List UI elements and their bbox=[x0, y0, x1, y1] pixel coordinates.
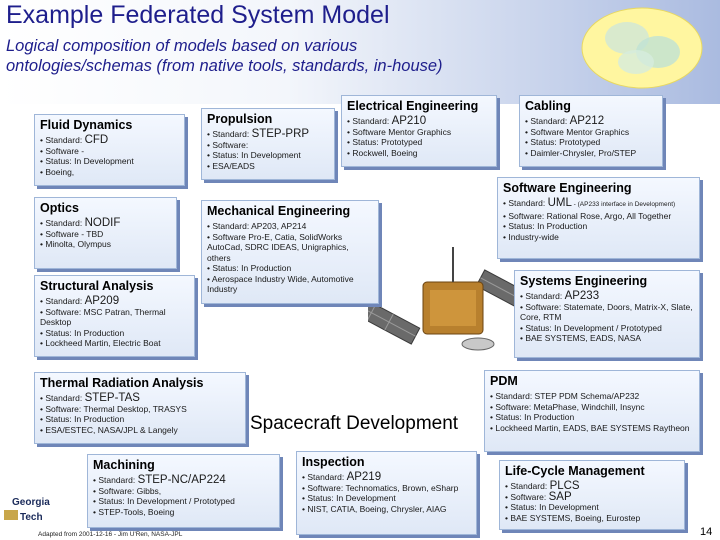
list-item: • Software Pro-E, Catia, SolidWorks Auto… bbox=[207, 231, 349, 263]
box-title: Electrical Engineering bbox=[347, 99, 479, 113]
credit-text: Adapted from 2001-12-16 - Jim U'Ren, NAS… bbox=[38, 531, 183, 538]
list-item: • Software: MetaPhase, Windchill, Insync bbox=[490, 401, 645, 412]
list-item: • Standard: UML - (AP233 interface in De… bbox=[503, 197, 676, 209]
list-item: • Standard: STEP PDM Schema/AP232 bbox=[490, 391, 640, 401]
list-item: • Lockheed Martin, EADS, BAE SYSTEMS Ray… bbox=[490, 422, 690, 433]
svg-text:Georgia: Georgia bbox=[12, 497, 50, 508]
box-life-cycle-management: Life-Cycle Management • Standard: PLCS •… bbox=[499, 460, 685, 530]
list-item: • Daimler-Chrysler, Pro/STEP bbox=[525, 147, 637, 158]
box-machining: Machining • Standard: STEP-NC/AP224 • So… bbox=[87, 454, 280, 528]
box-inspection: Inspection • Standard: AP219 • Software:… bbox=[296, 451, 477, 535]
box-title: Optics bbox=[40, 201, 79, 215]
list-item: • Status: In Development bbox=[505, 502, 599, 512]
box-fluid-dynamics: Fluid Dynamics • Standard: CFD • Softwar… bbox=[34, 114, 185, 186]
list-item: • Aerospace Industry Wide, Automotive In… bbox=[207, 273, 354, 295]
list-item: • Status: Prototyped bbox=[347, 137, 423, 147]
box-software-engineering: Software Engineering • Standard: UML - (… bbox=[497, 177, 700, 259]
list-item: • Minolta, Olympus bbox=[40, 239, 111, 249]
list-item: • Rockwell, Boeing bbox=[347, 147, 418, 158]
list-item: • Status: In Production bbox=[207, 263, 292, 273]
list-item: • Software: SAP bbox=[505, 490, 572, 503]
list-item: • BAE SYSTEMS, Boeing, Eurostep bbox=[505, 512, 641, 523]
box-optics: Optics • Standard: NODIF • Software - TB… bbox=[34, 197, 177, 269]
list-item: • Standard: STEP-PRP bbox=[207, 128, 310, 140]
box-mechanical-engineering: Mechanical Engineering • Standard: AP203… bbox=[201, 200, 379, 304]
box-title: Systems Engineering bbox=[520, 274, 648, 288]
box-title: Fluid Dynamics bbox=[40, 118, 133, 132]
box-systems-engineering: Systems Engineering • Standard: AP233 • … bbox=[514, 270, 700, 358]
list-item: • Industry-wide bbox=[503, 231, 559, 242]
list-item: • Standard: AP209 bbox=[40, 295, 120, 307]
list-item: • Status: Prototyped bbox=[525, 137, 601, 147]
list-item: • Status: In Development bbox=[302, 493, 396, 503]
slide-title: Example Federated System Model bbox=[6, 1, 390, 29]
box-pdm: PDM • Standard: STEP PDM Schema/AP232 • … bbox=[484, 370, 700, 452]
slide-subtitle: Logical composition of models based on v… bbox=[6, 36, 443, 76]
georgia-tech-logo: Georgia Tech bbox=[4, 497, 50, 523]
list-item: • Standard: PLCS bbox=[505, 480, 580, 492]
list-item: • Status: In Production bbox=[40, 414, 125, 424]
list-item: • Software Mentor Graphics bbox=[347, 126, 452, 137]
svg-text:Tech: Tech bbox=[20, 512, 43, 523]
box-title: Cabling bbox=[525, 99, 571, 113]
list-item: • Status: In Development / Prototyped bbox=[520, 322, 662, 333]
list-item: • Software - bbox=[40, 145, 85, 156]
list-item: • Status: In Development / Prototyped bbox=[93, 496, 235, 506]
box-title: Propulsion bbox=[207, 112, 273, 126]
list-item: • Software: Gibbs, bbox=[93, 485, 162, 496]
list-item: • Status: In Production bbox=[40, 327, 125, 338]
list-item: • Standard: AP203, AP214 bbox=[207, 221, 307, 231]
list-item: • BAE SYSTEMS, EADS, NASA bbox=[520, 333, 642, 343]
list-item: • Software: Statemate, Doors, Matrix-X, … bbox=[520, 301, 693, 323]
box-cabling: Cabling • Standard: AP212 • Software Men… bbox=[519, 95, 663, 167]
list-item: • NIST, CATIA, Boeing, Chrysler, AIAG bbox=[302, 503, 447, 514]
list-item: • Status: In Production bbox=[490, 412, 575, 422]
list-item: • Standard: AP212 bbox=[525, 115, 605, 127]
subtitle-line-2: ontologies/schemas (from native tools, s… bbox=[6, 57, 443, 75]
box-title: Life-Cycle Management bbox=[505, 464, 645, 478]
box-electrical-engineering: Electrical Engineering • Standard: AP210… bbox=[341, 95, 497, 167]
subtitle-line-1: Logical composition of models based on v… bbox=[6, 37, 358, 55]
list-item: • Status: In Development bbox=[207, 150, 301, 160]
box-propulsion: Propulsion • Standard: STEP-PRP • Softwa… bbox=[201, 108, 335, 180]
list-item: • Standard: AP233 bbox=[520, 290, 600, 302]
list-item: • Software: Thermal Desktop, TRASYS bbox=[40, 403, 187, 414]
box-title: Thermal Radiation Analysis bbox=[40, 376, 204, 390]
list-item: • Standard: STEP-NC/AP224 bbox=[93, 474, 226, 486]
box-title: Structural Analysis bbox=[40, 279, 154, 293]
list-item: • Standard: AP210 bbox=[347, 115, 427, 127]
decorative-circles-logo bbox=[581, 7, 703, 89]
box-title: Machining bbox=[93, 458, 155, 472]
spacecraft-illustration bbox=[368, 247, 528, 351]
box-thermal-radiation-analysis: Thermal Radiation Analysis • Standard: S… bbox=[34, 372, 246, 444]
solar-panel-upper bbox=[368, 294, 421, 345]
list-item: • Standard: NODIF bbox=[40, 217, 121, 229]
list-item: • Software: Rational Rose, Argo, All Tog… bbox=[503, 210, 672, 221]
list-item: • Status: In Development bbox=[40, 156, 134, 166]
list-item: • Boeing, bbox=[40, 166, 75, 177]
list-item: • Standard: AP219 bbox=[302, 471, 382, 483]
list-item: • Software: Technomatics, Brown, eSharp bbox=[302, 482, 459, 493]
list-item: • Status: In Production bbox=[503, 221, 588, 231]
box-title: Software Engineering bbox=[503, 181, 632, 195]
box-title: PDM bbox=[490, 374, 518, 388]
list-item: • Software Mentor Graphics bbox=[525, 126, 630, 137]
list-item: • Standard: CFD bbox=[40, 134, 109, 146]
list-item: • Standard: STEP-TAS bbox=[40, 392, 140, 404]
list-item: • Software: bbox=[207, 139, 249, 150]
list-item: • STEP-Tools, Boeing bbox=[93, 506, 175, 517]
box-title: Inspection bbox=[302, 455, 365, 469]
list-item: • ESA/EADS bbox=[207, 160, 255, 171]
box-title: Mechanical Engineering bbox=[207, 204, 351, 218]
page-number: 14 bbox=[700, 526, 713, 538]
list-item: • Software - TBD bbox=[40, 228, 104, 239]
list-item: • Lockheed Martin, Electric Boat bbox=[40, 338, 161, 348]
box-structural-analysis: Structural Analysis • Standard: AP209 • … bbox=[34, 275, 195, 357]
center-label: Spacecraft Development bbox=[250, 413, 459, 434]
list-item: • Software: MSC Patran, Thermal Desktop bbox=[40, 306, 166, 328]
list-item: • ESA/ESTEC, NASA/JPL & Langely bbox=[40, 424, 178, 435]
